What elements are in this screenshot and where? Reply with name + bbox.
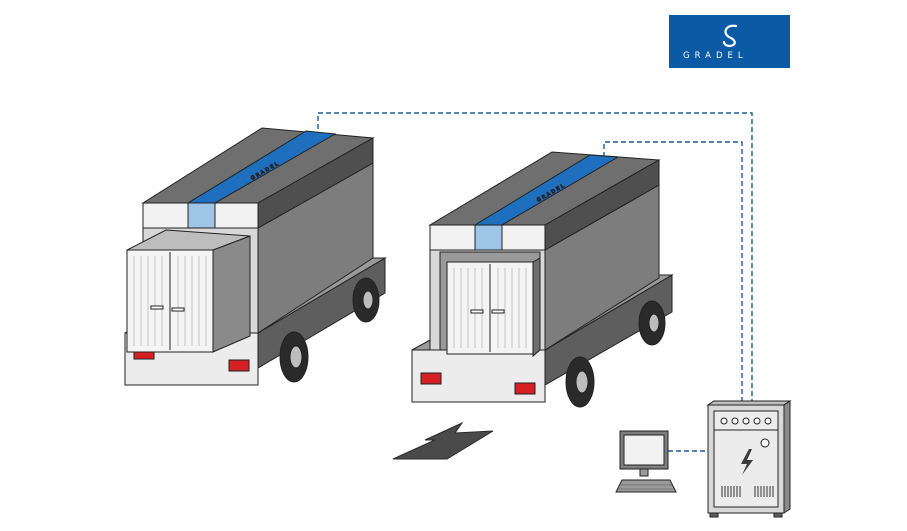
tail-light: [228, 359, 250, 372]
wheel-hub: [289, 345, 303, 369]
door-handle: [491, 309, 505, 314]
monitor-screen: [623, 434, 665, 466]
door-handle: [171, 307, 185, 312]
control-cabinet: [706, 400, 792, 518]
roof-side: [544, 159, 660, 251]
door-handle: [470, 309, 484, 314]
roof-front-blue: [474, 224, 503, 251]
computer-workstation: [615, 430, 677, 493]
vehicle-left: GRADEL: [124, 127, 387, 386]
vehicle-right: GRADEL: [411, 151, 674, 408]
cabinet-vents: [721, 486, 774, 497]
rack-door-lines: [133, 256, 207, 346]
wheel-hub: [648, 313, 660, 333]
cable-left-vehicle: [317, 112, 753, 405]
wheel-hub: [575, 370, 589, 394]
tail-light: [514, 382, 536, 395]
cabinet-foot: [709, 512, 719, 518]
rack-side: [212, 235, 251, 353]
connection-cables: [317, 112, 753, 452]
lightning-icon: [741, 449, 753, 475]
wheel-hub: [362, 290, 374, 310]
roof-side: [257, 137, 374, 229]
gradel-logo: GRADEL: [669, 15, 790, 68]
cabinet-foot: [773, 512, 783, 518]
monitor-stand: [639, 468, 649, 477]
tail-light: [420, 372, 442, 385]
logo-mark-icon: [722, 24, 738, 48]
cabinet-knob: [760, 438, 770, 448]
roof-blue-stripe: [186, 130, 337, 204]
roof-blue-stripe: [473, 154, 620, 226]
cabinet-side: [783, 400, 791, 514]
cabinet-top: [706, 400, 792, 406]
rack-door-lines: [453, 268, 527, 348]
arrow-icon: [392, 421, 494, 460]
logo-text: GRADEL: [683, 51, 748, 61]
rack-side: [532, 257, 541, 358]
door-handle: [150, 305, 164, 310]
cable-right-vehicle: [603, 141, 743, 405]
keyboard-icon: [615, 479, 677, 493]
roof-front-blue: [187, 202, 216, 229]
indicator-lights: [720, 417, 772, 425]
